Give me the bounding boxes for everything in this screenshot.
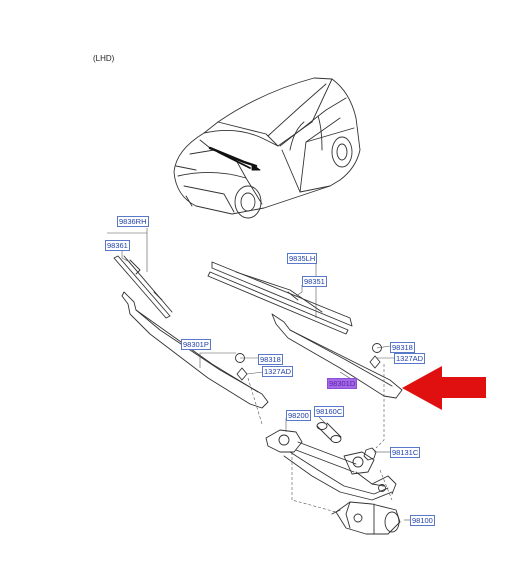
callout-1327ad-rh[interactable]: 1327AD — [262, 366, 294, 377]
callout-98301d[interactable]: 98301D — [327, 378, 358, 389]
arm-lh — [271, 313, 403, 399]
callout-98318-rh[interactable]: 98318 — [258, 354, 283, 365]
callout-1327ad-lh[interactable]: 1327AD — [394, 353, 426, 364]
callout-9836rh[interactable]: 9836RH — [117, 216, 149, 227]
car-illustration — [173, 77, 361, 219]
callout-98318-lh[interactable]: 98318 — [390, 342, 415, 353]
blade-rh — [113, 255, 173, 319]
callout-98301p[interactable]: 98301P — [181, 339, 211, 350]
callout-98131c[interactable]: 98131C — [390, 447, 421, 458]
callout-98361[interactable]: 98361 — [105, 240, 130, 251]
pointer-arrow-icon — [402, 366, 486, 410]
bushing-98160c — [316, 422, 342, 443]
callout-98160c[interactable]: 98160C — [314, 406, 345, 417]
callout-98100[interactable]: 98100 — [410, 515, 435, 526]
arm-rh — [121, 291, 269, 409]
drive-side-label: (LHD) — [93, 54, 115, 63]
blade-lh — [207, 261, 353, 335]
callout-9835lh[interactable]: 9835LH — [287, 253, 318, 264]
linkage-assembly — [265, 429, 397, 501]
callout-98351[interactable]: 98351 — [302, 276, 327, 287]
callout-98200[interactable]: 98200 — [286, 410, 311, 421]
wiper-motor — [331, 501, 401, 535]
